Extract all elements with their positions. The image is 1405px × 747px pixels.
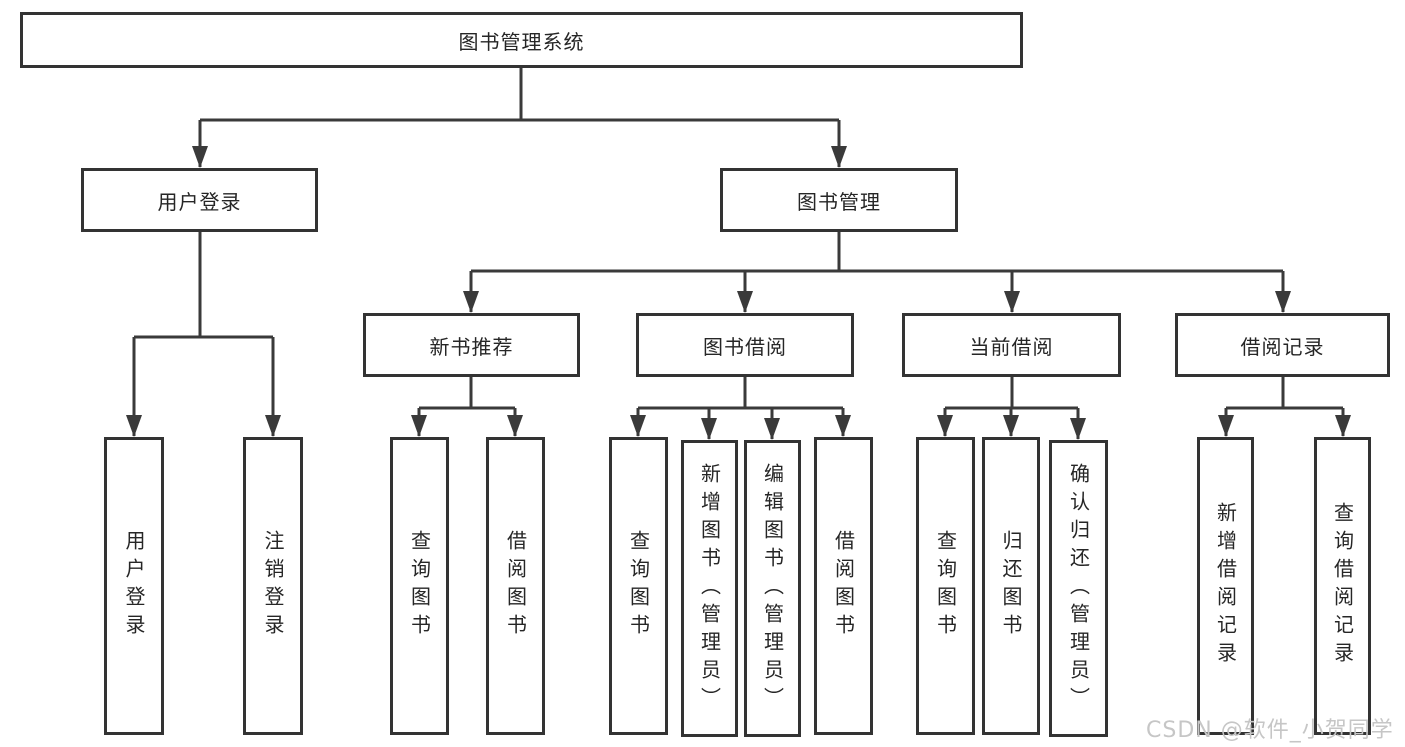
leaf-logout: 注销登录 <box>243 437 303 735</box>
node-book-management: 图书管理 <box>720 168 958 232</box>
leaf-add-books-admin: 新增图书（管理员） <box>681 440 738 737</box>
leaf-query-books-borrow: 查询图书 <box>609 437 668 735</box>
node-book-borrow: 图书借阅 <box>636 313 854 377</box>
leaf-label: 确认归还（管理员） <box>1066 462 1091 715</box>
leaf-label: 注销登录 <box>261 530 285 642</box>
leaf-label: 查询借阅记录 <box>1330 502 1355 670</box>
node-borrow-records: 借阅记录 <box>1175 313 1390 377</box>
leaf-add-borrow-record: 新增借阅记录 <box>1197 437 1254 735</box>
leaf-query-borrow-record: 查询借阅记录 <box>1314 437 1371 735</box>
leaf-user-login: 用户登录 <box>104 437 164 735</box>
node-user-login: 用户登录 <box>81 168 318 232</box>
leaf-label: 新增借阅记录 <box>1213 502 1238 670</box>
node-new-book-recommend: 新书推荐 <box>363 313 580 377</box>
leaf-label: 借阅图书 <box>503 530 528 642</box>
node-library-system: 图书管理系统 <box>20 12 1023 68</box>
leaf-label: 查询图书 <box>407 530 432 642</box>
leaf-label: 查询图书 <box>626 530 651 642</box>
leaf-borrow-books: 借阅图书 <box>814 437 873 735</box>
leaf-label: 用户登录 <box>122 530 146 642</box>
leaf-return-books: 归还图书 <box>982 437 1040 735</box>
leaf-borrow-books-recommend: 借阅图书 <box>486 437 545 735</box>
leaf-label: 编辑图书（管理员） <box>760 462 785 715</box>
csdn-watermark: CSDN @软件_小贺同学 <box>1146 718 1394 743</box>
leaf-query-books-recommend: 查询图书 <box>390 437 449 735</box>
leaf-confirm-return-admin: 确认归还（管理员） <box>1049 440 1108 737</box>
leaf-label: 新增图书（管理员） <box>697 462 722 715</box>
leaf-label: 借阅图书 <box>831 530 856 642</box>
node-current-borrow: 当前借阅 <box>902 313 1121 377</box>
leaf-label: 归还图书 <box>999 530 1023 642</box>
leaf-edit-books-admin: 编辑图书（管理员） <box>744 440 801 737</box>
leaf-label: 查询图书 <box>933 530 958 642</box>
leaf-query-books-current: 查询图书 <box>916 437 975 735</box>
